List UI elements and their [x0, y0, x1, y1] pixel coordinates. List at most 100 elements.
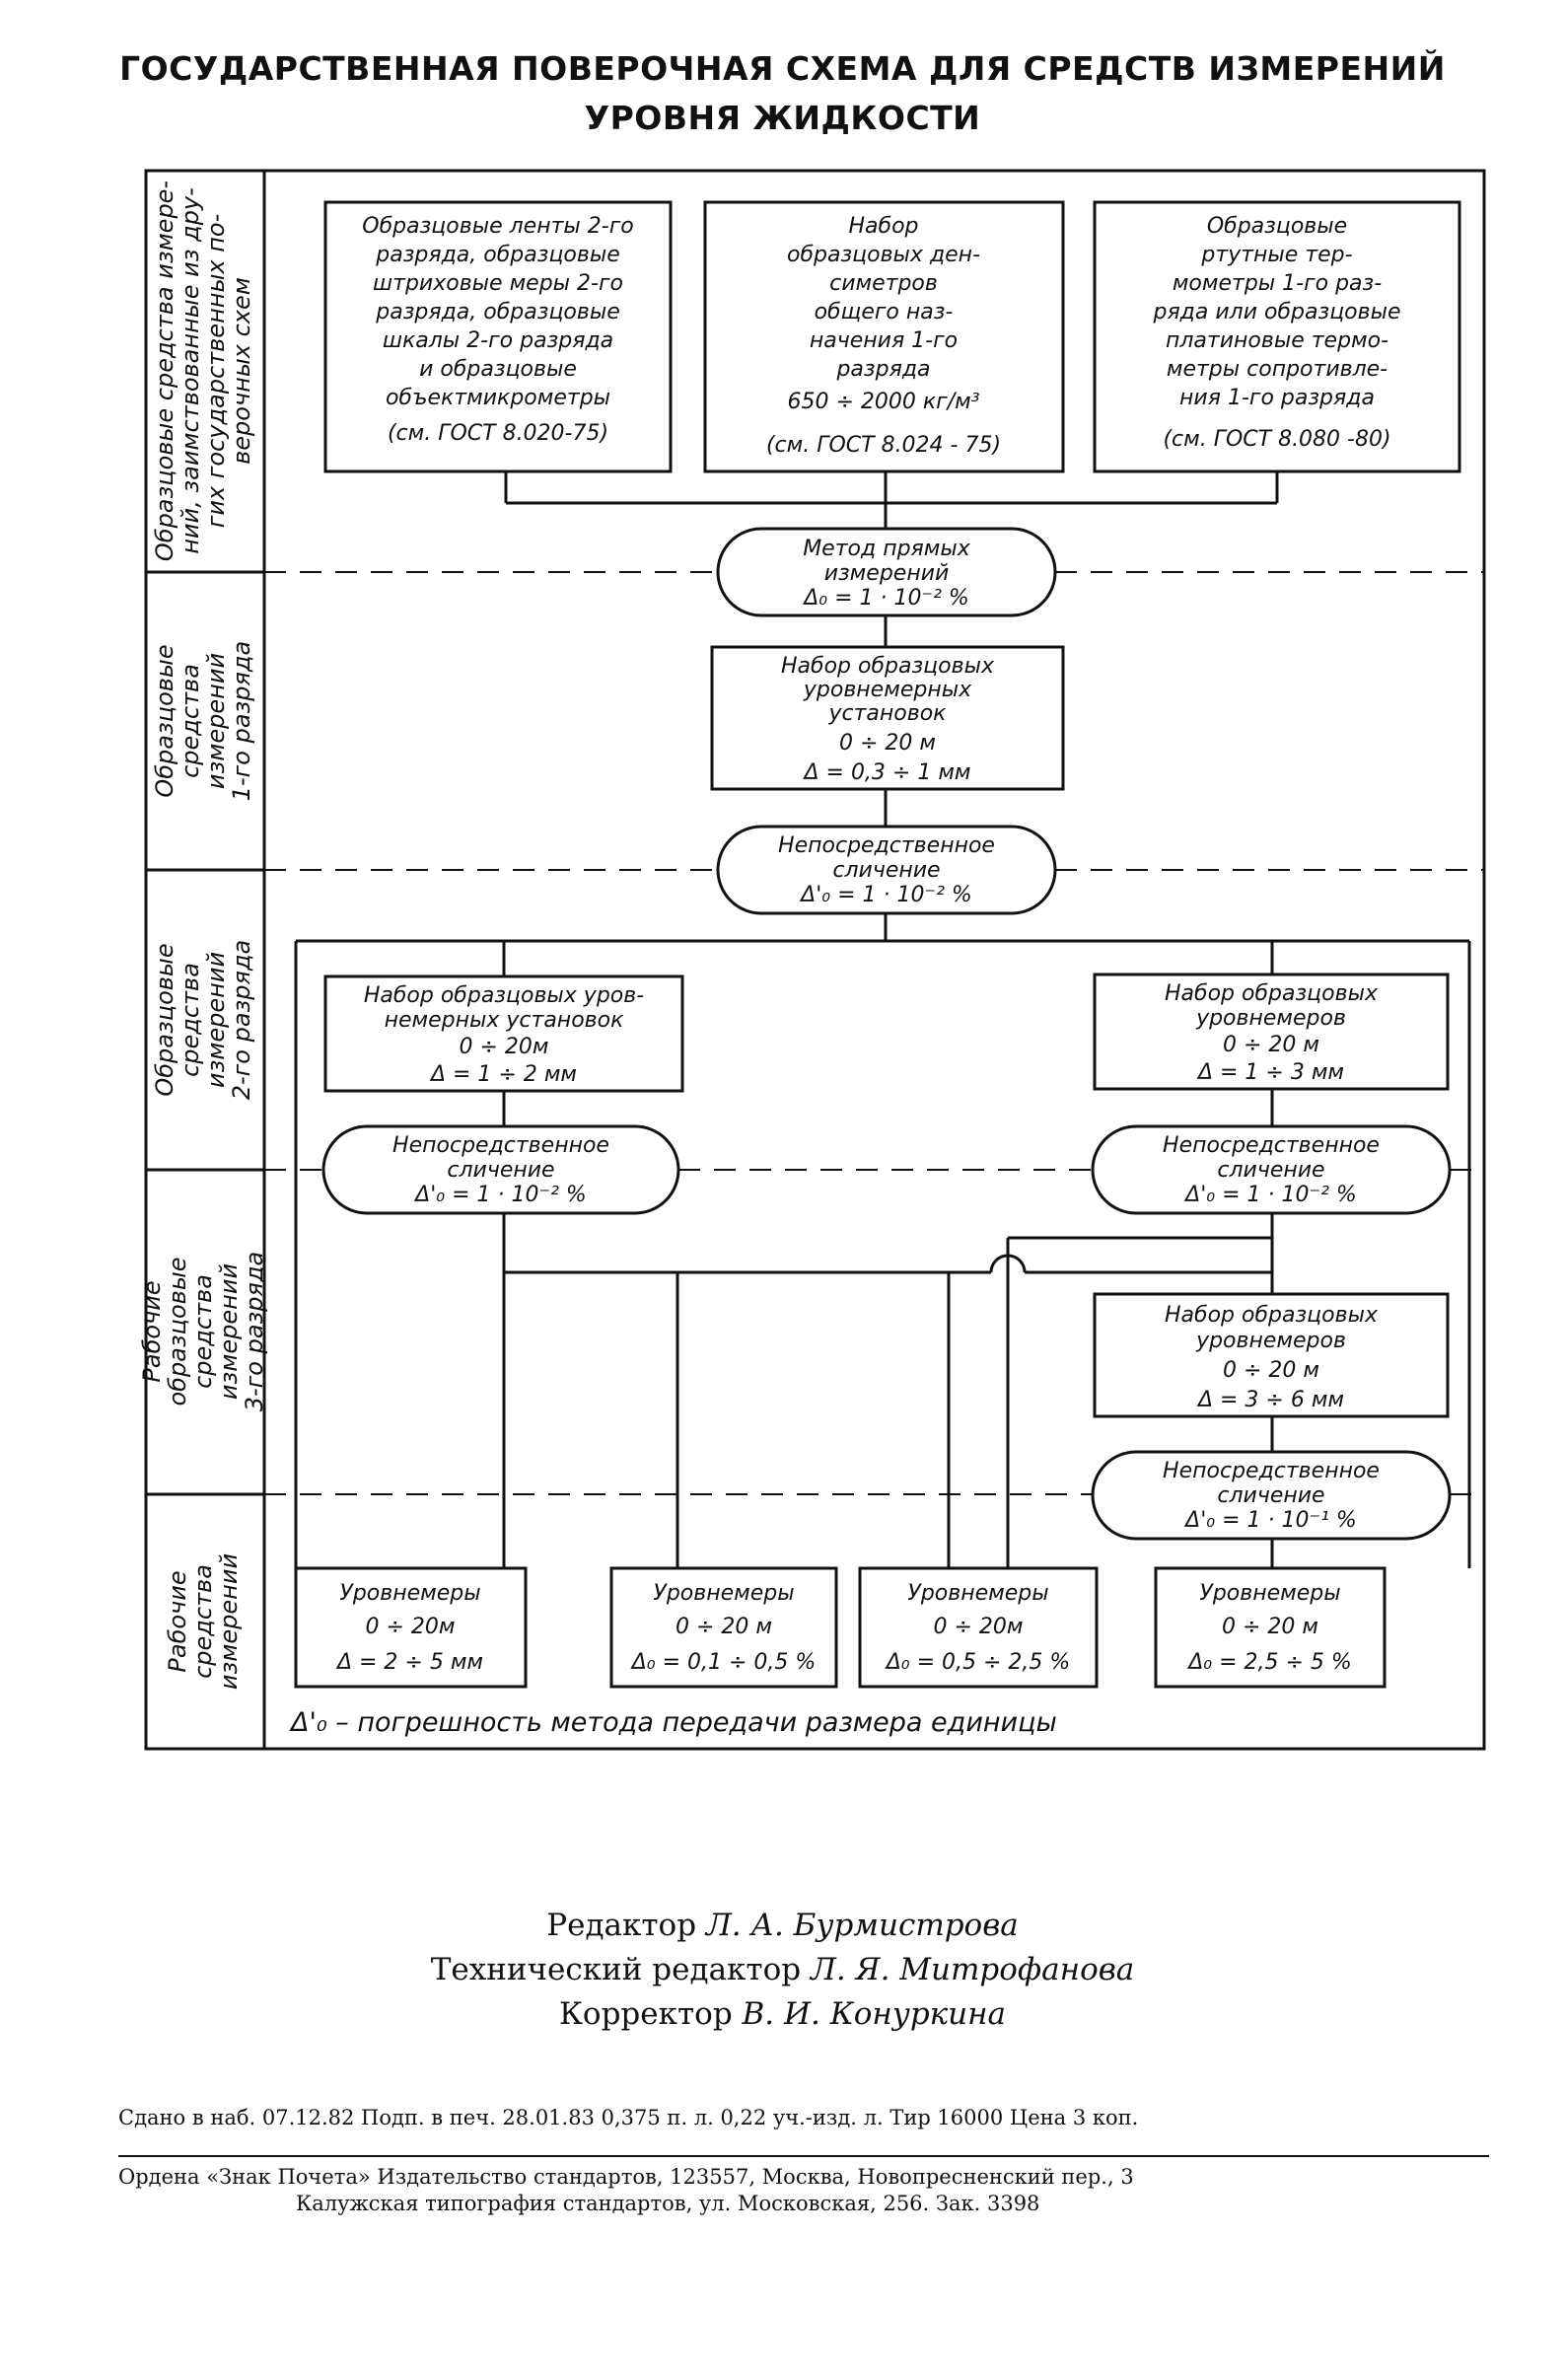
svg-text:Образцовые: Образцовые	[1207, 214, 1347, 239]
svg-text:0 ÷ 20м: 0 ÷ 20м	[365, 1615, 455, 1639]
credit-corrector: Корректор В. И. Конуркина	[0, 1992, 1565, 2037]
svg-text:Метод прямых: Метод прямых	[803, 537, 971, 561]
publication-rule	[118, 2155, 1489, 2157]
svg-text:Непосредственное: Непосредственное	[392, 1133, 609, 1158]
svg-text:Δ = 2 ÷ 5 мм: Δ = 2 ÷ 5 мм	[335, 1650, 483, 1675]
svg-text:измерений: измерений	[215, 1553, 243, 1690]
credit-tech-editor: Технический редактор Л. Я. Митрофанова	[0, 1948, 1565, 1992]
svg-text:Δ₀ = 1 · 10⁻² %: Δ₀ = 1 · 10⁻² %	[802, 586, 969, 611]
credit-tech-editor-role: Технический редактор	[430, 1952, 802, 1987]
box-tapes-rulers: Образцовые ленты 2-го разряда, образцовы…	[323, 200, 673, 473]
svg-text:Δ = 1 ÷ 2 мм: Δ = 1 ÷ 2 мм	[429, 1062, 577, 1087]
connectors	[294, 471, 1471, 1568]
svg-text:сличение: сличение	[1217, 1158, 1324, 1183]
svg-text:Δ'₀ = 1 · 10⁻¹ %: Δ'₀ = 1 · 10⁻¹ %	[1183, 1508, 1357, 1533]
svg-text:Набор: Набор	[848, 214, 918, 239]
svg-text:Непосредственное: Непосредственное	[1163, 1133, 1380, 1158]
svg-text:ртутные тер-: ртутные тер-	[1200, 243, 1352, 267]
svg-text:немерных установок: немерных установок	[385, 1008, 624, 1033]
svg-text:метры сопротивле-: метры сопротивле-	[1167, 357, 1387, 382]
svg-text:ний, заимствованные из дру-: ний, заимствованные из дру-	[177, 187, 204, 554]
scheme-frame	[144, 169, 1486, 1751]
svg-text:штриховые меры 2-го: штриховые меры 2-го	[373, 271, 623, 296]
svg-text:Уровнемеры: Уровнемеры	[907, 1581, 1048, 1606]
svg-text:мометры 1-го раз-: мометры 1-го раз-	[1173, 271, 1382, 296]
working-levelmeters-2: Уровнемеры 0 ÷ 20 м Δ₀ = 0,1 ÷ 0,5 %	[609, 1566, 838, 1689]
credits-block: Редактор Л. А. Бурмистрова Технический р…	[0, 1904, 1565, 2037]
svg-text:0 ÷ 20 м: 0 ÷ 20 м	[1222, 1615, 1318, 1639]
svg-text:Δ₀ = 0,5 ÷ 2,5 %: Δ₀ = 0,5 ÷ 2,5 %	[885, 1650, 1071, 1675]
row-label-second-rank: Образцовые средства измерений 2-го разря…	[151, 940, 255, 1101]
svg-text:измерений: измерений	[215, 1263, 243, 1400]
box-levelmeters-rank2: Набор образцовых уровнемеров 0 ÷ 20 м Δ …	[1093, 973, 1450, 1091]
svg-text:Образцовые средства измере-: Образцовые средства измере-	[151, 180, 178, 561]
svg-text:установок: установок	[828, 701, 948, 726]
box-thermometers: Образцовые ртутные тер- мометры 1-го раз…	[1093, 200, 1461, 473]
svg-text:начения 1-го: начения 1-го	[810, 328, 958, 353]
svg-text:уровнемеров: уровнемеров	[1195, 1006, 1346, 1031]
svg-text:Δ₀ = 0,1 ÷ 0,5 %: Δ₀ = 0,1 ÷ 0,5 %	[630, 1650, 817, 1675]
svg-text:650 ÷ 2000 кг/м³: 650 ÷ 2000 кг/м³	[787, 390, 979, 414]
svg-text:уровнемеров: уровнемеров	[1195, 1329, 1346, 1353]
method-direct-measurement: Метод прямых измерений Δ₀ = 1 · 10⁻² %	[716, 527, 1057, 617]
title-line-1: ГОСУДАРСТВЕННАЯ ПОВЕРОЧНАЯ СХЕМА ДЛЯ СРЕ…	[119, 49, 1446, 88]
svg-text:общего наз-: общего наз-	[815, 300, 954, 325]
svg-text:Непосредственное: Непосредственное	[778, 833, 995, 858]
method-direct-comparison-rank2-right: Непосредственное сличение Δ'₀ = 1 · 10⁻²…	[1091, 1124, 1452, 1215]
working-levelmeters-3: Уровнемеры 0 ÷ 20м Δ₀ = 0,5 ÷ 2,5 %	[858, 1566, 1099, 1689]
svg-text:Δ = 0,3 ÷ 1 мм: Δ = 0,3 ÷ 1 мм	[802, 760, 970, 785]
svg-text:объектмикрометры: объектмикрометры	[386, 386, 610, 410]
title-line-2: УРОВНЯ ЖИДКОСТИ	[584, 99, 981, 137]
credit-editor-name: Л. А. Бурмистрова	[705, 1908, 1019, 1943]
svg-text:разряда: разряда	[835, 357, 930, 382]
svg-text:0 ÷ 20 м: 0 ÷ 20 м	[839, 731, 936, 756]
level-boundaries	[264, 571, 1484, 1495]
svg-text:Δ'₀ = 1 · 10⁻² %: Δ'₀ = 1 · 10⁻² %	[413, 1183, 587, 1207]
credit-editor: Редактор Л. А. Бурмистрова	[0, 1904, 1565, 1948]
svg-text:Образцовые: Образцовые	[151, 644, 178, 797]
svg-text:0 ÷ 20м: 0 ÷ 20м	[933, 1615, 1023, 1639]
method-direct-comparison-rank2-left: Непосредственное сличение Δ'₀ = 1 · 10⁻²…	[321, 1124, 680, 1215]
svg-text:Набор образцовых: Набор образцовых	[1165, 981, 1379, 1006]
svg-text:ния 1-го разряда: ния 1-го разряда	[1179, 386, 1375, 410]
box-levelmeters-rank3: Набор образцовых уровнемеров 0 ÷ 20 м Δ …	[1093, 1292, 1450, 1418]
svg-text:3-го разряда: 3-го разряда	[241, 1252, 268, 1412]
svg-text:(см. ГОСТ 8.024 - 75): (см. ГОСТ 8.024 - 75)	[766, 433, 1001, 458]
svg-text:Образцовые: Образцовые	[151, 943, 178, 1096]
svg-text:образцовых ден-: образцовых ден-	[787, 243, 980, 267]
svg-text:0 ÷ 20 м: 0 ÷ 20 м	[1223, 1033, 1319, 1057]
svg-text:измерений: измерений	[202, 653, 230, 789]
credit-editor-role: Редактор	[546, 1908, 697, 1943]
svg-text:сличение: сличение	[1217, 1483, 1324, 1508]
publication-printer: Калужская типография стандартов, ул. Мос…	[296, 2192, 1040, 2215]
svg-text:Δ'₀ = 1 · 10⁻² %: Δ'₀ = 1 · 10⁻² %	[799, 883, 972, 907]
publication-print-data: Сдано в наб. 07.12.82 Подп. в печ. 28.01…	[118, 2106, 1139, 2129]
svg-text:средства: средства	[177, 664, 204, 778]
svg-text:(см. ГОСТ 8.080 -80): (см. ГОСТ 8.080 -80)	[1163, 427, 1390, 452]
svg-text:1-го разряда: 1-го разряда	[228, 641, 255, 802]
svg-text:Набор образцовых: Набор образцовых	[1165, 1303, 1379, 1328]
svg-text:Набор образцовых: Набор образцовых	[781, 654, 995, 679]
svg-text:измерений: измерений	[824, 561, 950, 586]
publication-publisher: Ордена «Знак Почета» Издательство станда…	[118, 2165, 1134, 2189]
box-level-installations-rank2: Набор образцовых уров- немерных установо…	[323, 974, 684, 1093]
svg-text:измерений: измерений	[202, 952, 230, 1088]
svg-text:Образцовые ленты 2-го: Образцовые ленты 2-го	[362, 214, 633, 239]
method-direct-comparison-rank1: Непосредственное сличение Δ'₀ = 1 · 10⁻²…	[716, 825, 1057, 915]
box-level-installations-rank1: Набор образцовых уровнемерных установок …	[710, 645, 1065, 791]
svg-text:Уровнемеры: Уровнемеры	[339, 1581, 480, 1606]
svg-text:уровнемерных: уровнемерных	[803, 678, 972, 702]
svg-text:(см. ГОСТ 8.020-75): (см. ГОСТ 8.020-75)	[388, 421, 608, 446]
svg-text:верочных схем: верочных схем	[228, 277, 255, 465]
row-label-third-rank: Рабочие образцовые средства измерений 3-…	[138, 1252, 268, 1412]
credit-corrector-name: В. И. Конуркина	[742, 1996, 1007, 2032]
svg-text:0 ÷ 20м: 0 ÷ 20м	[459, 1035, 548, 1059]
svg-text:сличение: сличение	[447, 1158, 554, 1183]
svg-text:Δ₀ = 2,5 ÷ 5 %: Δ₀ = 2,5 ÷ 5 %	[1186, 1650, 1352, 1675]
row-label-borrowed: Образцовые средства измере- ний, заимств…	[151, 180, 255, 561]
svg-text:сличение: сличение	[832, 858, 940, 883]
svg-text:средства: средства	[189, 1274, 217, 1389]
svg-text:средства: средства	[177, 963, 204, 1077]
svg-text:2-го разряда: 2-го разряда	[228, 940, 255, 1101]
svg-text:ряда или образцовые: ряда или образцовые	[1152, 300, 1400, 325]
